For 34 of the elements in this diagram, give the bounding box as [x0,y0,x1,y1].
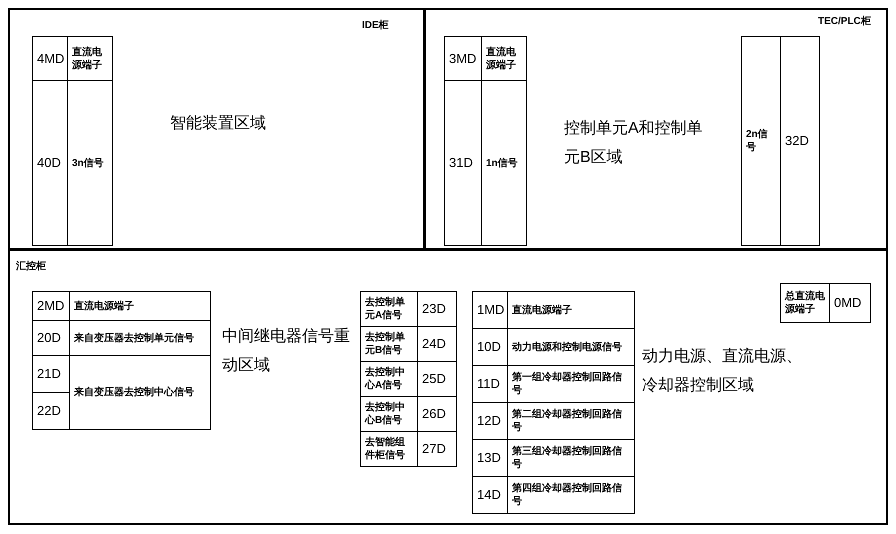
terminal-cell: 22D [32,392,70,430]
region-label: 动力电源、直流电源、冷却器控制区域 [642,346,802,396]
cabinet-panel [424,8,888,250]
region-label: 控制单元A和控制单元B区域 [564,118,704,168]
cabinet-title: TEC/PLC柜 [818,14,872,29]
cabinet-title: 汇控柜 [16,260,47,274]
terminal-cell: 去控制单元A信号 [360,291,418,327]
terminal-cell: 3MD [444,36,482,81]
terminal-cell: 40D [32,80,68,246]
terminal-cell: 32D [780,36,820,246]
terminal-cell: 总直流电源端子 [780,283,830,323]
cabinet-panel [8,249,888,525]
terminal-cell: 直流电源端子 [69,291,211,321]
cabinet-title: IDE柜 [362,18,390,33]
region-label: 智能装置区域 [170,114,267,134]
terminal-cell: 27D [417,431,457,467]
terminal-cell: 直流电源端子 [481,36,527,81]
region-label: 中间继电器信号重动区域 [222,326,351,376]
cabinet-panel [8,8,425,250]
terminal-cell: 0MD [829,283,871,323]
terminal-cell: 1MD [472,291,508,329]
terminal-cell: 3n信号 [67,80,113,246]
terminal-cell: 31D [444,80,482,246]
terminal-cell: 2MD [32,291,70,321]
terminal-cell: 2n信号 [741,36,781,246]
terminal-cell: 第四组冷却器控制回路信号 [507,476,635,514]
terminal-cell: 来自变压器去控制中心信号 [69,355,211,430]
terminal-cell: 14D [472,476,508,514]
terminal-cell: 4MD [32,36,68,81]
terminal-cell: 1n信号 [481,80,527,246]
terminal-cell: 去智能组件柜信号 [360,431,418,467]
terminal-cell: 直流电源端子 [507,291,635,329]
terminal-cell: 直流电源端子 [67,36,113,81]
terminal-cell: 23D [417,291,457,327]
